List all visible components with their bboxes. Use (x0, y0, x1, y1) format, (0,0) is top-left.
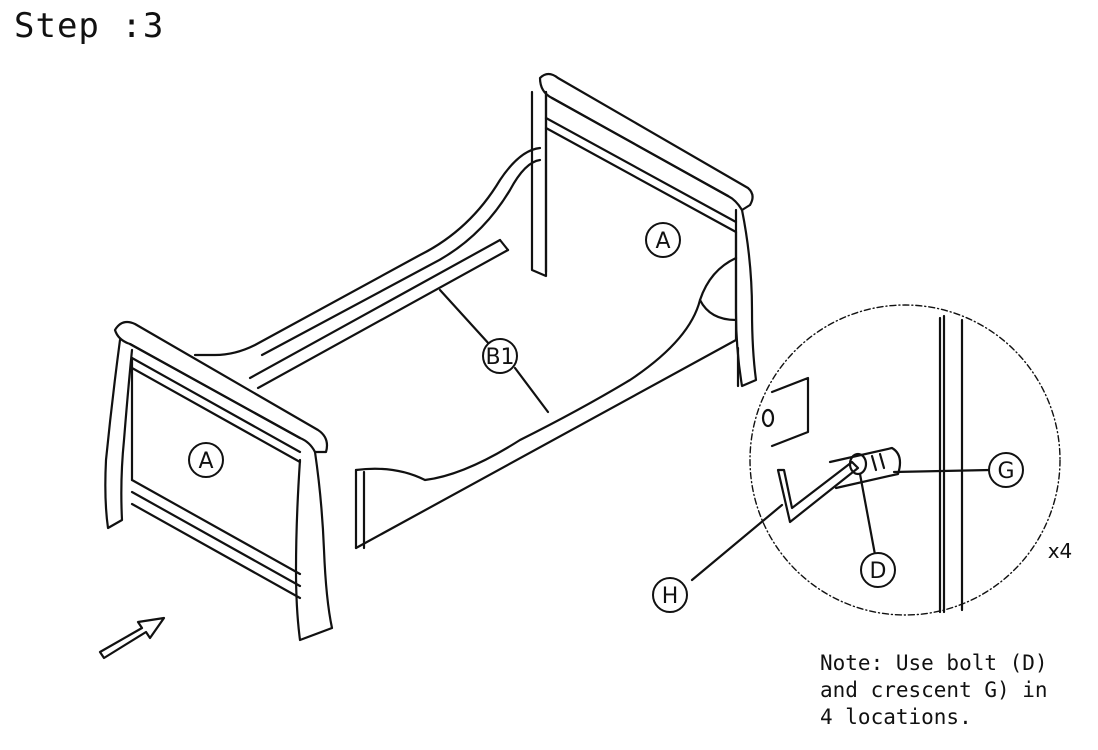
quantity-label: x4 (1048, 539, 1073, 563)
detail-callout (690, 304, 1061, 616)
rear-headboard (193, 72, 758, 388)
note-line-3: 4 locations. (820, 705, 972, 729)
label-a-rear: A (655, 229, 670, 254)
front-footboard (104, 320, 334, 642)
label-b1: B1 (485, 345, 514, 370)
direction-arrow (98, 616, 166, 660)
note-line-2: and crescent G) in (820, 678, 1048, 702)
label-a-front: A (198, 449, 213, 474)
label-g: G (997, 459, 1014, 484)
side-rail-back (248, 238, 510, 390)
label-d: D (870, 559, 887, 584)
label-h: H (662, 584, 679, 609)
note-line-1: Note: Use bolt (D) (820, 651, 1048, 675)
step-title: Step :3 (14, 6, 165, 46)
side-rail-front (354, 256, 738, 550)
assembly-note: Note: Use bolt (D) and crescent G) in 4 … (820, 650, 1090, 731)
